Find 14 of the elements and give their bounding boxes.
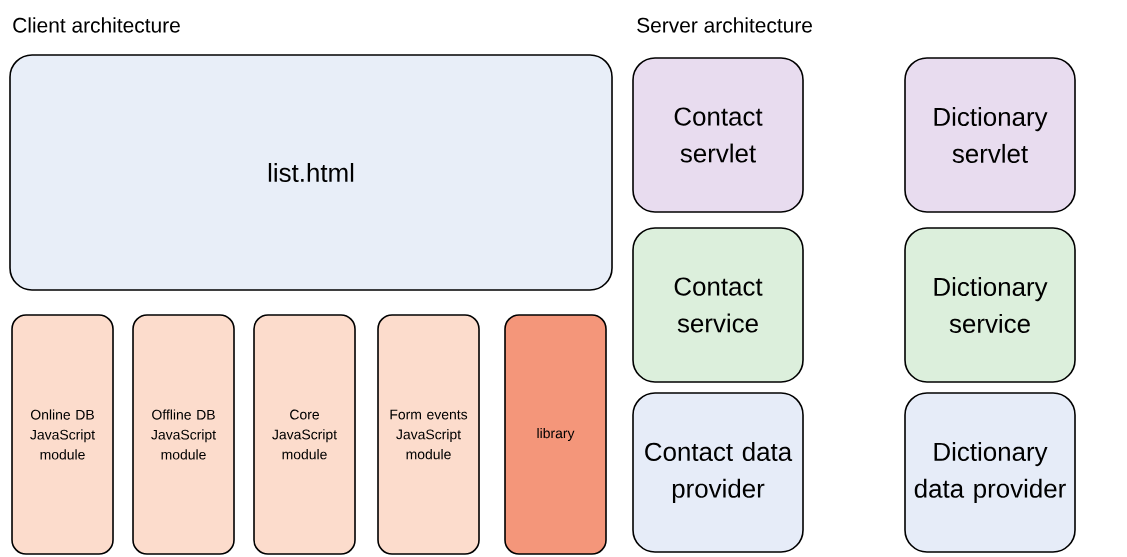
provider-box: Contact data provider: [632, 392, 804, 553]
section-heading: Server architecture: [637, 17, 812, 33]
module-box: Core JavaScript module: [253, 314, 356, 555]
library-box: library: [504, 314, 607, 555]
servlet-box: Dictionary servlet: [904, 57, 1076, 213]
provider-box: Dictionary data provider: [904, 392, 1076, 553]
service-box: Contact service: [632, 227, 804, 383]
section-heading: Client architecture: [13, 17, 180, 33]
service-box: Dictionary service: [904, 227, 1076, 383]
module-box: Online DB JavaScript module: [11, 314, 114, 555]
module-box: Offline DB JavaScript module: [132, 314, 235, 555]
servlet-box: Contact servlet: [632, 57, 804, 213]
page-box: list.html: [9, 54, 613, 291]
module-box: Form events JavaScript module: [377, 314, 480, 555]
